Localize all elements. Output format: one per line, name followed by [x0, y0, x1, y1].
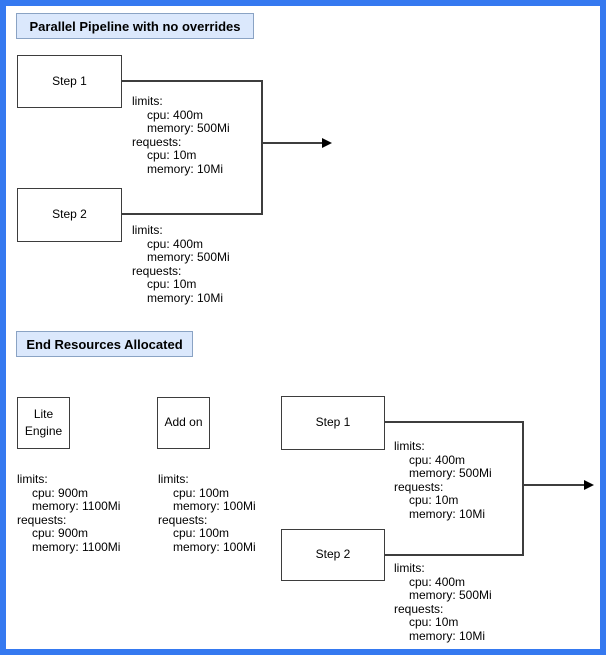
annotation-line: memory: 10Mi — [409, 628, 486, 643]
arrowhead-icon — [322, 138, 332, 148]
annotation-line: memory: 100Mi — [173, 539, 256, 554]
annotation-line: memory: 10Mi — [147, 290, 224, 305]
section1-title: Parallel Pipeline with no overrides — [16, 13, 254, 39]
flow-arrow-line-allocated — [522, 484, 586, 486]
annotation-line: cpu: 400m — [147, 107, 204, 122]
section2-title: End Resources Allocated — [16, 331, 193, 357]
annotation-line: cpu: 900m — [32, 526, 89, 540]
connector-step2-allocated-line — [384, 554, 524, 556]
node-add-on: Add on — [157, 397, 210, 449]
connector-merge-line-allocated — [522, 421, 524, 556]
annotation-line: requests: — [394, 601, 444, 616]
annotation-line: memory: 500Mi — [409, 588, 492, 602]
node-step2: Step 2 — [17, 188, 122, 242]
resource-annotation-add-on: limits: cpu: 100m memory: 100Mi requests… — [158, 472, 256, 554]
annotation-line: memory: 100Mi — [173, 499, 256, 513]
annotation-line: memory: 10Mi — [409, 506, 486, 521]
annotation-line: requests: — [394, 479, 444, 494]
resource-annotation-step1-allocated: limits: cpu: 400m memory: 500Mi requests… — [394, 439, 492, 521]
annotation-line: cpu: 400m — [147, 236, 204, 251]
resource-annotation-step2-allocated: limits: cpu: 400m memory: 500Mi requests… — [394, 561, 492, 643]
annotation-line: memory: 500Mi — [147, 250, 230, 264]
arrowhead-icon — [584, 480, 594, 490]
annotation-line: memory: 1100Mi — [32, 499, 121, 513]
connector-step1-line — [122, 80, 262, 82]
annotation-line: cpu: 10m — [409, 493, 459, 507]
annotation-line: limits: — [132, 223, 163, 237]
annotation-line: limits: — [158, 472, 189, 486]
annotation-line: cpu: 100m — [173, 485, 230, 500]
node-step1-allocated: Step 1 — [281, 396, 385, 450]
annotation-line: limits: — [394, 439, 425, 453]
resource-annotation-lite-engine: limits: cpu: 900m memory: 1100Mi request… — [17, 472, 121, 554]
annotation-line: cpu: 100m — [173, 526, 230, 540]
node-lite-engine: Lite Engine — [17, 397, 70, 449]
annotation-line: cpu: 400m — [409, 452, 466, 467]
annotation-line: cpu: 900m — [32, 485, 89, 500]
node-step1: Step 1 — [17, 55, 122, 108]
annotation-line: cpu: 10m — [409, 615, 459, 629]
annotation-line: limits: — [17, 472, 48, 486]
connector-step2-line — [122, 213, 262, 215]
annotation-line: requests: — [17, 512, 67, 527]
annotation-line: cpu: 10m — [147, 148, 197, 162]
annotation-line: cpu: 400m — [409, 574, 466, 589]
connector-merge-line — [261, 80, 263, 215]
flow-arrow-line — [261, 142, 323, 144]
annotation-line: memory: 10Mi — [147, 161, 224, 176]
annotation-line: memory: 1100Mi — [32, 539, 121, 554]
annotation-line: memory: 500Mi — [409, 466, 492, 480]
annotation-line: cpu: 10m — [147, 277, 197, 291]
annotation-line: requests: — [132, 134, 182, 149]
connector-step1-allocated-line — [384, 421, 524, 423]
node-step2-allocated: Step 2 — [281, 529, 385, 581]
annotation-line: requests: — [132, 263, 182, 278]
annotation-line: limits: — [394, 561, 425, 575]
annotation-line: requests: — [158, 512, 208, 527]
annotation-line: memory: 500Mi — [147, 121, 230, 135]
annotation-line: limits: — [132, 94, 163, 108]
resource-annotation-step1: limits: cpu: 400m memory: 500Mi requests… — [132, 94, 230, 176]
resource-annotation-step2: limits: cpu: 400m memory: 500Mi requests… — [132, 223, 230, 305]
